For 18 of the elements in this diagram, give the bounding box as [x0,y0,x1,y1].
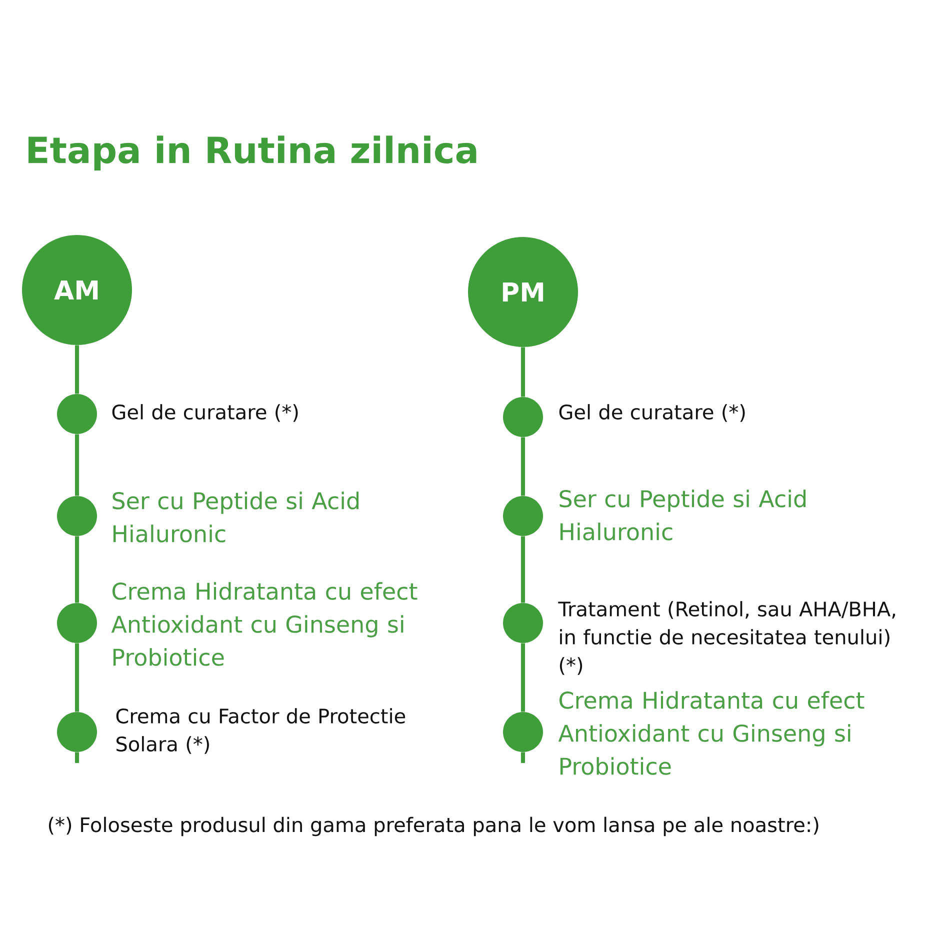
step-label: Crema Hidratanta cu efect Antioxidant cu Ginseng si Probiotice [558,691,864,775]
step-label: Gel de curatare (*) [559,404,745,422]
footnote: (*) Foloseste produsul din gama preferata pana le vom lansa pe ale noastre:) [48,816,818,836]
step-label: Ser cu Peptide si Acid Hialuronic [560,490,806,540]
timeline-line [75,434,79,496]
timeline-line [75,536,79,603]
timeline-line [521,536,525,603]
timeline-line [75,345,79,394]
step-label: Crema cu Factor de Protectie Solara (*) [116,708,406,754]
step-label: Gel de curatare (*) [112,404,298,422]
timeline-line [521,347,525,397]
title: Etapa in Rutina zilnica [28,136,476,170]
step-label: Crema Hidratanta cu efect Antioxidant cu Ginseng si Probiotice [111,582,418,666]
timeline-line [521,643,525,712]
timeline-line [521,437,525,496]
step-label: Tratament (Retinol, sau AHA/BHA, in functie de necesitatea tenului) (*) [558,601,896,675]
timeline-line [75,643,79,712]
step-label: Ser cu Peptide si Acid Hialuronic [112,492,359,542]
